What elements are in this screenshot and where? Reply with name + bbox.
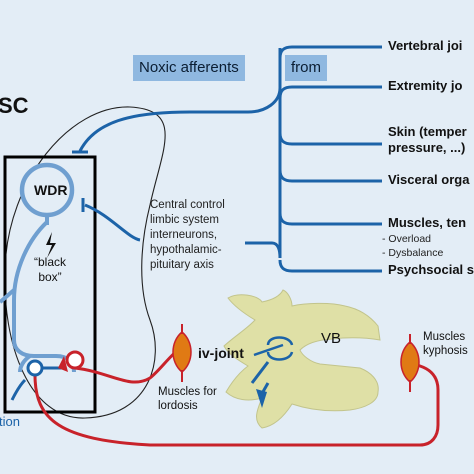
central-control-link [84,203,141,242]
motor-to-lordosis [74,348,179,384]
muscle-kyphosis [400,334,420,392]
motor-neuron-link-red [10,378,27,401]
central-control-line-3: interneurons, [150,229,218,241]
label-muscles-kyphosis: Muscles kyphosis [423,330,468,358]
label-muscles-lordosis-line-1: Muscles for [158,386,217,398]
branch-visceral [278,169,382,183]
label-iv-joint: iv-joint [198,345,244,361]
spinal-cord-box [3,155,97,414]
lightning-icon [46,232,56,258]
label-muscles-lordosis-line-2: lordosis [158,400,198,412]
motor-neuron-blue [26,359,44,377]
label-psychosocial: Psychsocial s [388,262,474,277]
label-wdr: WDR [34,182,68,198]
label-bottom-left: tion [0,414,20,429]
branch-skin [278,132,382,146]
vertebra-graphic [223,289,381,429]
branch-vertebral [278,45,382,59]
main-afferent [78,87,282,152]
header-from: from [285,55,327,81]
central-control-line-1: Central control [150,199,225,211]
label-visceral: Visceral orga [388,172,470,187]
label-skin-pressure: pressure, ...) [388,140,466,155]
iv-joint-arrow [250,343,284,384]
central-control-text: Central control limbic system interneuro… [150,198,225,273]
central-control-line-2: limbic system [150,214,220,226]
iv-joint-arrow-shaft [258,382,270,398]
outline-loop [4,106,166,419]
label-muscles-kyphosis-line-1: Muscles [423,331,466,343]
central-control-line-4: hypothalamic- [150,244,222,256]
branch-psychosocial [278,259,382,273]
label-black-box: “black box” [30,255,70,285]
wdr-neuron [0,162,76,373]
iv-joint-arrow-head [256,389,267,408]
motor-pathways [33,348,440,447]
label-black-box-line-2: box” [38,270,62,284]
branch-extremity [278,85,382,99]
header-noxic-afferents: Noxic afferents [133,55,245,81]
label-black-box-line-1: “black [33,255,66,269]
motor-neuron-red [65,350,85,370]
label-vb: VB [321,330,342,347]
afferent-tree [78,45,382,273]
label-vertebral: Vertebral joi [388,38,463,53]
label-overload: - Overload [382,233,432,245]
interneuron-link [245,241,282,259]
motor-arrow-red [58,356,68,372]
branch-muscles [278,212,382,226]
muscle-lordosis [172,324,192,382]
label-dysbalance: - Dysbalance [382,247,444,259]
label-extremity: Extremity jo [388,78,463,93]
central-control-line-5: pituitary axis [150,259,214,271]
label-muscles-kyphosis-line-2: kyphosis [423,345,468,357]
label-skin: Skin (temper [388,124,467,139]
motor-to-kyphosis [33,362,440,447]
label-sc: SC [0,93,29,118]
label-muscles: Muscles, ten [388,215,467,230]
label-muscles-lordosis: Muscles for lordosis [158,385,217,413]
